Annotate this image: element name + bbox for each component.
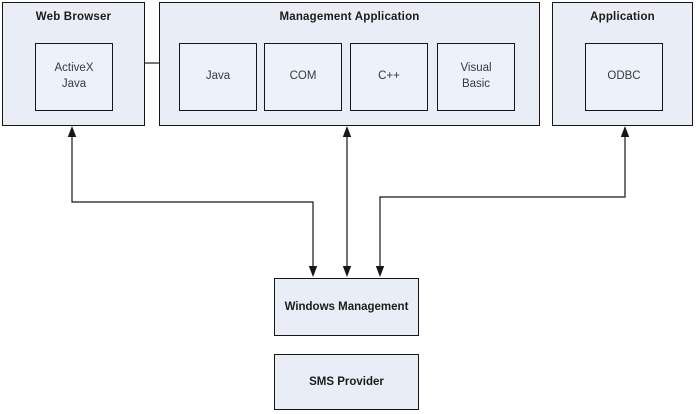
application-box: Application ODBC	[552, 2, 693, 126]
cpp-label: C++	[378, 70, 400, 83]
odbc-box: ODBC	[585, 43, 663, 111]
activex-java-box: ActiveX Java	[35, 43, 113, 111]
sms-provider-box: SMS Provider	[274, 354, 419, 410]
com-label: COM	[289, 70, 317, 83]
arrowhead-up-icon	[620, 126, 630, 137]
connector-management-application-to-windows-management	[342, 126, 352, 277]
management-application-title: Management Application	[279, 11, 420, 23]
arrowhead-up-icon	[67, 126, 77, 137]
visual-basic-box: Visual Basic	[437, 43, 515, 111]
management-application-box: Management Application Java COM C++ Visu…	[159, 2, 540, 126]
java-box: Java	[179, 43, 257, 111]
windows-management-box: Windows Management	[274, 278, 419, 336]
web-browser-title: Web Browser	[35, 11, 112, 23]
arrowhead-down-icon	[375, 266, 385, 277]
visual-basic-label: Visual Basic	[460, 62, 492, 90]
arrowhead-up-icon	[342, 126, 352, 137]
java-label: Java	[205, 70, 231, 83]
arrowhead-down-icon	[342, 266, 352, 277]
sms-provider-label: SMS Provider	[309, 376, 384, 388]
activex-java-label: ActiveX Java	[54, 62, 94, 90]
web-browser-box: Web Browser ActiveX Java	[2, 2, 145, 126]
windows-management-label: Windows Management	[284, 301, 409, 313]
connector-web-browser-to-windows-management	[67, 126, 318, 277]
com-box: COM	[264, 43, 342, 111]
odbc-label: ODBC	[607, 70, 641, 83]
application-title: Application	[590, 11, 655, 23]
connector-application-to-windows-management	[375, 126, 630, 277]
arrowhead-down-icon	[308, 266, 318, 277]
cpp-box: C++	[350, 43, 428, 111]
